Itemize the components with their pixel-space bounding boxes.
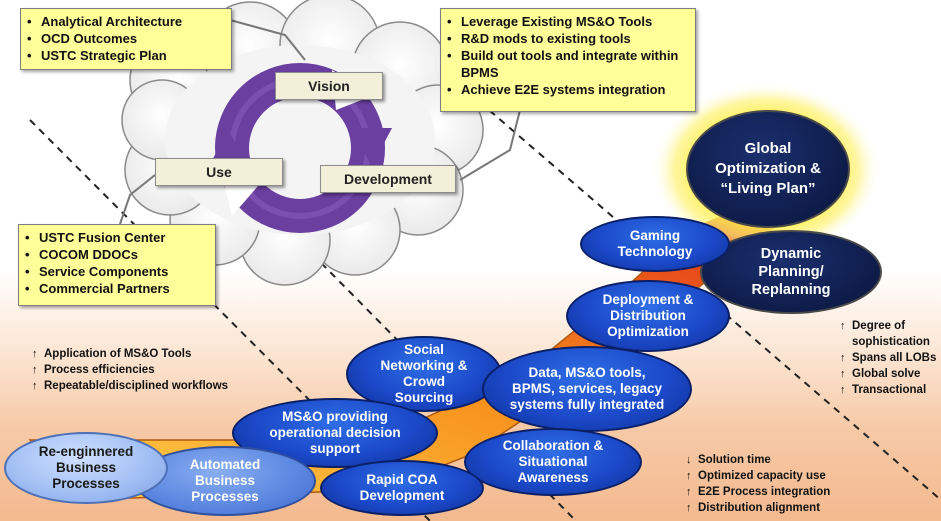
ellipse-data-integrated: Data, MS&O tools, BPMS, services, legacy… — [482, 346, 692, 432]
stat-item: ↑ Process efficiencies — [32, 362, 228, 378]
stat-text: Transactional — [852, 384, 927, 396]
note-top-right-item: Leverage Existing MS&O Tools — [447, 13, 689, 30]
ellipse-label: Gaming Technology — [617, 228, 693, 259]
ellipse-label: Global Optimization & “Living Plan” — [715, 140, 821, 197]
note-top-right-item: R&D mods to existing tools — [447, 30, 689, 47]
ellipse-rapid-coa: Rapid COA Development — [320, 460, 484, 516]
up-arrow-icon: ↑ — [840, 384, 846, 396]
ellipse-label: MS&O providing operational decision supp… — [269, 409, 401, 456]
ellipse-global-optimization: Global Optimization & “Living Plan” — [686, 110, 850, 228]
cycle-label-development: Development — [320, 165, 456, 193]
stats-bottom: ↓ Solution time ↑ Optimized capacity use ↑… — [686, 452, 830, 516]
ellipse-mso-decision-support: MS&O providing operational decision supp… — [232, 398, 438, 468]
ellipse-label: Re-enginnered Business Processes — [38, 444, 134, 491]
stat-text: Global solve — [852, 368, 921, 380]
note-top-left-item: USTC Strategic Plan — [27, 47, 225, 64]
stat-item: ↑ Degree of — [840, 318, 940, 334]
connector-top-left — [229, 19, 306, 61]
ellipse-label: Dynamic Planning/ Replanning — [751, 246, 831, 298]
up-arrow-icon: ↑ — [686, 502, 692, 514]
cycle-label-use: Use — [155, 158, 283, 186]
up-arrow-icon: ↑ — [32, 380, 38, 392]
ellipse-label: Rapid COA Development — [359, 472, 445, 503]
stat-item: ↑ E2E Process integration — [686, 484, 830, 500]
note-top-right-item: Achieve E2E systems integration — [447, 81, 689, 98]
cycle-label-vision: Vision — [275, 72, 383, 100]
up-arrow-icon: ↑ — [686, 470, 692, 482]
stat-text: Degree of — [852, 320, 906, 332]
up-arrow-icon: ↑ — [686, 486, 692, 498]
stats-left: ↑ Application of MS&O Tools ↑ Process effi… — [32, 346, 228, 394]
ellipse-label: Automated Business Processes — [189, 457, 261, 504]
ellipse-label: Data, MS&O tools, BPMS, services, legacy… — [509, 365, 665, 412]
stat-text: Distribution alignment — [698, 502, 821, 514]
stat-item: sophistication — [840, 334, 940, 350]
up-arrow-icon: ↑ — [840, 320, 846, 332]
ellipse-label: Deployment & Distribution Optimization — [602, 292, 694, 339]
stat-item: ↓ Solution time — [686, 452, 830, 468]
stat-text: Process efficiencies — [44, 364, 155, 376]
stat-text: Spans all LOBs — [852, 352, 937, 364]
up-arrow-icon: ↑ — [840, 352, 846, 364]
stat-text: Repeatable/disciplined workflows — [44, 380, 229, 392]
ellipse-reengineered-processes: Re-enginnered Business Processes — [4, 432, 168, 504]
note-left-mid-item: Commercial Partners — [25, 280, 209, 297]
note-left-mid-item: Service Components — [25, 263, 209, 280]
stat-text: E2E Process integration — [698, 486, 831, 498]
stat-item: ↑ Application of MS&O Tools — [32, 346, 228, 362]
stat-item: ↑ Spans all LOBs — [840, 350, 940, 366]
note-left-mid-item: COCOM DDOCs — [25, 246, 209, 263]
stat-item: ↑ Distribution alignment — [686, 500, 830, 516]
connector-left-mid — [119, 174, 156, 225]
stat-text: Solution time — [698, 454, 771, 466]
down-arrow-icon: ↓ — [686, 454, 692, 466]
connector-top-right — [459, 109, 521, 181]
ellipse-dynamic-planning: Dynamic Planning/ Replanning — [700, 230, 882, 314]
note-top-right: Leverage Existing MS&O Tools R&D mods to… — [440, 8, 696, 112]
ellipse-label: Collaboration & Situational Awareness — [502, 438, 604, 485]
note-left-mid: USTC Fusion Center COCOM DDOCs Service C… — [18, 224, 216, 306]
stat-item: ↑ Global solve — [840, 366, 940, 382]
up-arrow-icon: ↑ — [840, 368, 846, 380]
stat-item: ↑ Optimized capacity use — [686, 468, 830, 484]
ellipse-social-networking: Social Networking & Crowd Sourcing — [346, 336, 502, 412]
up-arrow-icon: ↑ — [32, 348, 38, 360]
note-top-left-item: OCD Outcomes — [27, 30, 225, 47]
ellipse-label: Social Networking & Crowd Sourcing — [380, 342, 468, 405]
stat-text: Application of MS&O Tools — [44, 348, 192, 360]
ellipse-gaming-technology: Gaming Technology — [580, 216, 730, 272]
stat-item: ↑ Transactional — [840, 382, 940, 398]
note-top-right-item: Build out tools and integrate within BPM… — [447, 47, 689, 81]
note-left-mid-item: USTC Fusion Center — [25, 229, 209, 246]
note-top-left: Analytical Architecture OCD Outcomes UST… — [20, 8, 232, 70]
stats-right: ↑ Degree of sophistication ↑ Spans all LOB… — [840, 318, 940, 398]
up-arrow-icon: ↑ — [32, 364, 38, 376]
note-top-left-item: Analytical Architecture — [27, 13, 225, 30]
stat-text: sophistication — [852, 336, 930, 348]
ellipse-deployment-optimization: Deployment & Distribution Optimization — [566, 280, 730, 352]
stat-text: Optimized capacity use — [698, 470, 826, 482]
ellipse-collaboration: Collaboration & Situational Awareness — [464, 428, 642, 496]
stat-item: ↑ Repeatable/disciplined workflows — [32, 378, 228, 394]
